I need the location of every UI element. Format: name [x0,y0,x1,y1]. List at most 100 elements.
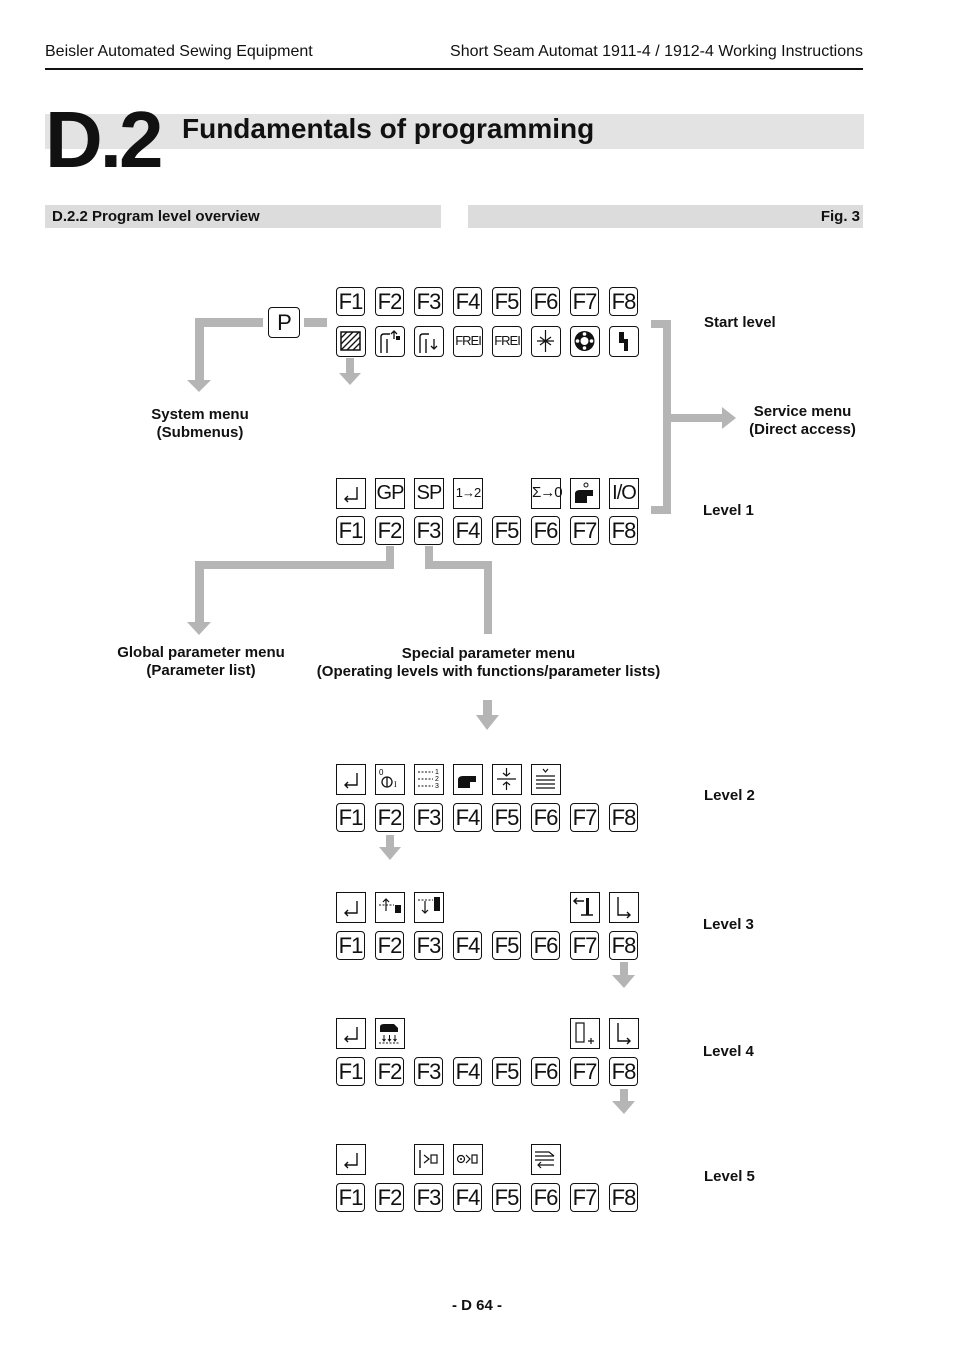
level2-f6-key[interactable]: F6 [531,803,560,832]
start-f3-key[interactable]: F3 [414,287,443,316]
connector-f2-down [386,546,394,569]
level4-f8-key[interactable]: F8 [609,1057,638,1086]
p-key[interactable]: P [268,307,300,338]
level5-f2-key[interactable]: F2 [375,1183,404,1212]
feed-icon[interactable] [531,764,561,795]
level1-f6-key[interactable]: F6 [531,516,560,545]
level4-f7-key[interactable]: F7 [570,1057,599,1086]
level2-f1-key[interactable]: F1 [336,803,365,832]
section-title: D.2.2 Program level overview [52,208,260,225]
sensor-icon[interactable] [453,1144,483,1175]
connector-special [484,561,492,634]
level5-f6-key[interactable]: F6 [531,1183,560,1212]
level5-f1-key[interactable]: F1 [336,1183,365,1212]
system-menu-label: System menu (Submenus) [120,406,280,442]
level2-f4-key[interactable]: F4 [453,803,482,832]
level1-f2-key[interactable]: F2 [375,516,404,545]
level3-f6-key[interactable]: F6 [531,931,560,960]
sum-reset-icon[interactable]: Σ→0 [531,478,563,509]
level5-f7-key[interactable]: F7 [570,1183,599,1212]
start-f1-key[interactable]: F1 [336,287,365,316]
level1-f4-key[interactable]: F4 [453,516,482,545]
gp-icon[interactable]: GP [375,478,405,509]
seam-split-icon[interactable] [492,764,522,795]
free-slot-f5[interactable]: FREI [492,326,522,357]
system-menu-title: System menu [151,406,249,423]
level4-f3-key[interactable]: F3 [414,1057,443,1086]
level1-f1-key[interactable]: F1 [336,516,365,545]
special-menu-title: Special parameter menu [401,645,576,662]
return-icon[interactable] [336,892,366,923]
level3-f5-key[interactable]: F5 [492,931,521,960]
level2-f5-key[interactable]: F5 [492,803,521,832]
start-f5-key[interactable]: F5 [492,287,521,316]
start-f8-key[interactable]: F8 [609,287,638,316]
sp-icon[interactable]: SP [414,478,444,509]
level5-f8-key[interactable]: F8 [609,1183,638,1212]
level4-f4-key[interactable]: F4 [453,1057,482,1086]
free-slot-f4[interactable]: FREI [453,326,483,357]
level2-f8-key[interactable]: F8 [609,803,638,832]
bracket-icon[interactable] [570,1018,600,1049]
clamp-down-icon[interactable] [414,892,444,923]
needle-icon[interactable] [531,326,561,357]
copy-program-icon[interactable]: 1→2 [453,478,483,509]
level2-f2-key[interactable]: F2 [375,803,404,832]
level4-f5-key[interactable]: F5 [492,1057,521,1086]
level4-f1-key[interactable]: F1 [336,1057,365,1086]
stop-left-icon[interactable] [570,892,600,923]
return-icon[interactable] [336,1018,366,1049]
level1-f7-key[interactable]: F7 [570,516,599,545]
svg-text:3: 3 [435,783,439,790]
start-f4-key[interactable]: F4 [453,287,482,316]
level3-f7-key[interactable]: F7 [570,931,599,960]
stacker-up-icon[interactable] [375,326,405,357]
start-f6-key[interactable]: F6 [531,287,560,316]
arrow-level3 [379,847,401,860]
level2-f7-key[interactable]: F7 [570,803,599,832]
level4-f2-key[interactable]: F2 [375,1057,404,1086]
corner-icon[interactable] [609,1018,639,1049]
level1-f8-key[interactable]: F8 [609,516,638,545]
clamp-up-icon[interactable] [375,892,405,923]
level4-f6-key[interactable]: F6 [531,1057,560,1086]
transfer-icon[interactable] [531,1144,561,1175]
bobbin-icon[interactable] [609,326,639,357]
special-menu-subtitle: (Operating levels with functions/paramet… [316,663,661,680]
level3-f2-key[interactable]: F2 [375,931,404,960]
io-icon[interactable]: I/O [609,478,639,509]
connector-f3-right [425,561,492,569]
limit-switch-icon[interactable] [414,1144,444,1175]
arrow-level4 [612,975,635,988]
hatched-block-icon[interactable] [336,326,366,357]
start-f7-key[interactable]: F7 [570,287,599,316]
level3-f8-key[interactable]: F8 [609,931,638,960]
level3-f4-key[interactable]: F4 [453,931,482,960]
level5-f3-key[interactable]: F3 [414,1183,443,1212]
level1-f3-key[interactable]: F3 [414,516,443,545]
return-icon[interactable] [336,764,366,795]
level2-f3-key[interactable]: F3 [414,803,443,832]
sewing-head-icon[interactable] [453,764,483,795]
connector-p-left [195,318,263,327]
stacker-down-icon[interactable] [414,326,444,357]
wheel-icon[interactable] [570,326,600,357]
return-icon[interactable] [336,478,366,509]
level3-f1-key[interactable]: F1 [336,931,365,960]
level3-f3-key[interactable]: F3 [414,931,443,960]
header-rule [45,68,863,70]
clamp-pins-icon[interactable] [375,1018,405,1049]
connector-special-down [483,700,492,717]
connector-global-down [195,561,204,624]
level5-f4-key[interactable]: F4 [453,1183,482,1212]
level1-f5-key[interactable]: F5 [492,516,521,545]
return-icon[interactable] [336,1144,366,1175]
svg-text:I: I [394,780,397,789]
corner-icon[interactable] [609,892,639,923]
sewing-machine-icon[interactable] [570,478,600,509]
level5-f5-key[interactable]: F5 [492,1183,521,1212]
start-f2-key[interactable]: F2 [375,287,404,316]
